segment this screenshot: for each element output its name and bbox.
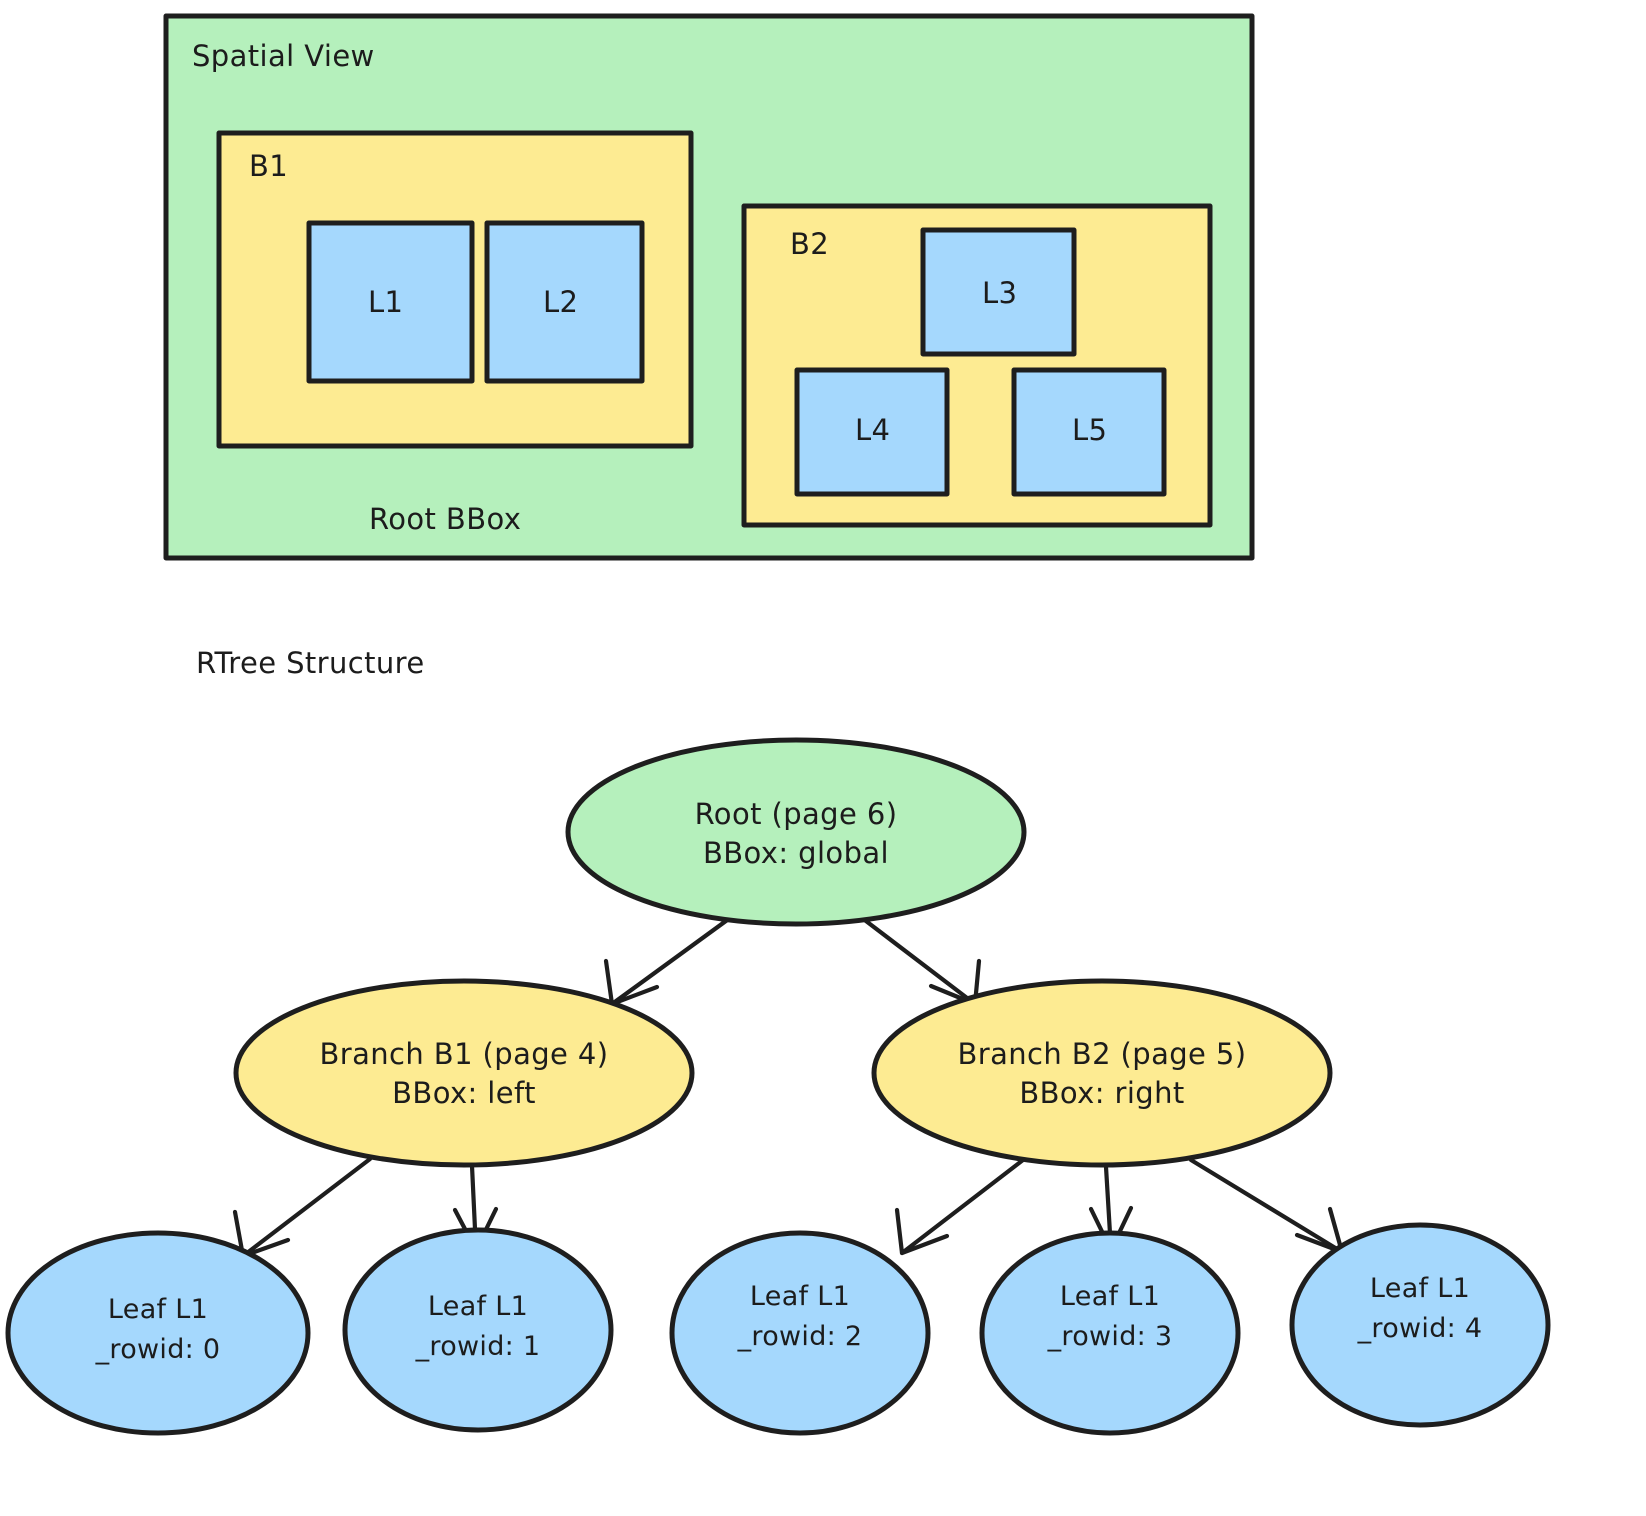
tree-node-leaf-3-line1: Leaf L1 <box>1060 1281 1160 1312</box>
tree-node-leaf-0-line1: Leaf L1 <box>108 1294 208 1325</box>
edge-b1-to-leaf0 <box>240 1156 373 1259</box>
edge-root-to-b1-arrowhead <box>603 958 660 1007</box>
tree-nodes-group: Root (page 6) BBox: global Branch B1 (pa… <box>5 737 1551 1436</box>
spatial-branch-b1-label: B1 <box>249 149 288 183</box>
edge-root-to-b2 <box>859 915 978 1007</box>
edge-b2-to-leaf2 <box>899 1157 1026 1256</box>
spatial-leaf-l4-rect[interactable] <box>794 367 950 497</box>
tree-node-leaf-2[interactable] <box>669 1230 931 1436</box>
tree-node-branch-b2[interactable] <box>871 978 1333 1168</box>
tree-node-branch-b1-line1: Branch B1 (page 4) <box>319 1037 608 1071</box>
tree-node-leaf-2-line1: Leaf L1 <box>750 1281 850 1312</box>
spatial-view-title: Spatial View <box>192 39 375 73</box>
tree-node-branch-b2-line1: Branch B2 (page 5) <box>957 1037 1246 1071</box>
spatial-leaf-l1-rect[interactable] <box>306 220 475 384</box>
tree-node-leaf-4-line2: _rowid: 4 <box>1357 1313 1483 1344</box>
tree-node-leaf-1-line2: _rowid: 1 <box>415 1331 541 1362</box>
tree-node-branch-b1[interactable] <box>233 978 695 1168</box>
tree-node-leaf-2-line2: _rowid: 2 <box>737 1321 863 1352</box>
spatial-leaf-l1-label: L1 <box>368 285 403 319</box>
rtree-structure-title: RTree Structure <box>196 646 425 680</box>
spatial-branch-b2-label: B2 <box>790 227 829 261</box>
tree-node-root-line1: Root (page 6) <box>695 797 898 831</box>
tree-node-leaf-1-line1: Leaf L1 <box>428 1291 528 1322</box>
tree-node-leaf-3-line2: _rowid: 3 <box>1047 1321 1173 1352</box>
root-bbox-label: Root BBox <box>369 502 521 536</box>
tree-node-branch-b1-line2: BBox: left <box>392 1076 536 1110</box>
edge-b2-to-leaf4 <box>1188 1157 1345 1255</box>
tree-node-branch-b2-line2: BBox: right <box>1019 1076 1184 1110</box>
spatial-leaf-l5-rect[interactable] <box>1011 367 1167 497</box>
spatial-leaf-l3-label: L3 <box>982 276 1017 310</box>
tree-node-leaf-3[interactable] <box>979 1230 1241 1436</box>
edge-b2-to-leaf2-arrowhead <box>894 1207 950 1256</box>
tree-node-leaf-0[interactable] <box>5 1230 311 1436</box>
tree-node-root-line2: BBox: global <box>703 836 889 870</box>
tree-node-leaf-1[interactable] <box>342 1227 614 1433</box>
tree-node-leaf-0-line2: _rowid: 0 <box>95 1334 221 1365</box>
edge-root-to-b1 <box>609 915 733 1007</box>
spatial-leaf-l2-rect[interactable] <box>484 220 645 384</box>
spatial-leaf-l4-label: L4 <box>855 413 890 447</box>
spatial-leaf-l5-label: L5 <box>1072 413 1107 447</box>
spatial-leaf-l3-rect[interactable] <box>920 227 1077 357</box>
spatial-view-group: Spatial View Root BBox B1 L1 L2 B2 L3 L4… <box>163 13 1255 561</box>
tree-node-leaf-4[interactable] <box>1289 1222 1551 1428</box>
spatial-leaf-l2-label: L2 <box>543 285 578 319</box>
tree-node-root[interactable] <box>565 737 1027 927</box>
tree-node-leaf-4-line1: Leaf L1 <box>1370 1273 1470 1304</box>
